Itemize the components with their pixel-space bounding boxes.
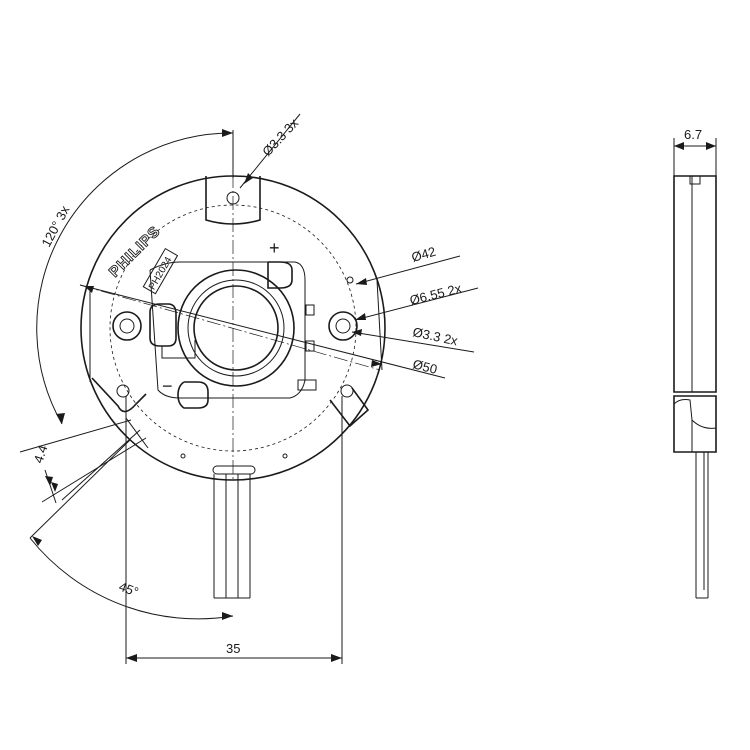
part-code-box — [142, 247, 179, 295]
small-hole-lower-right — [340, 384, 354, 398]
side-thickness-label: 6.7 — [684, 127, 702, 142]
small-hole-lower-left — [116, 384, 130, 398]
minus-pad — [177, 381, 209, 409]
outer-50-leader — [79, 284, 446, 379]
height-44-dim — [44, 469, 57, 504]
side-body — [673, 175, 717, 393]
mount-hole-left-inner — [119, 318, 135, 334]
side-lower-detail — [673, 399, 717, 429]
angle-120-arc — [36, 132, 234, 425]
pad-1 — [305, 304, 315, 316]
mount-hole-right-inner — [335, 318, 351, 334]
right-flat — [376, 279, 383, 371]
center-ring-mid — [187, 279, 285, 377]
small-dot-3 — [282, 453, 288, 459]
outer-42-label: Ø42 — [410, 244, 438, 265]
angle-45-label: 45° — [117, 579, 141, 600]
pad-2 — [305, 340, 315, 352]
plus-pad — [267, 261, 293, 289]
outer-42-leader — [355, 255, 461, 285]
height-44-ext-2 — [41, 437, 147, 503]
mount-hole-right-outer — [328, 311, 358, 341]
outer-50-label: Ø50 — [411, 356, 438, 377]
side-top-cap — [689, 176, 701, 185]
pad-3 — [297, 379, 317, 391]
left-trace — [161, 340, 196, 359]
hole-655-label: Ø6.55 2x — [408, 280, 463, 307]
angle-45-arc — [29, 537, 234, 620]
side-view: 6.7 — [673, 127, 717, 599]
height-44-ext-1 — [19, 419, 132, 453]
small-dot-2 — [180, 453, 186, 459]
flat-edge-2 — [125, 417, 149, 449]
hole-655-leader — [354, 287, 479, 321]
height-44-label: 4.4 — [31, 443, 51, 465]
angle-45-leader — [29, 439, 131, 539]
hole-33-2x-label: Ø3.3 2x — [411, 324, 459, 348]
angle-120-label: 120° 3x — [38, 203, 72, 250]
side-lower — [673, 395, 717, 453]
flat-edge-1 — [61, 429, 141, 501]
bottom-right-notch — [329, 387, 370, 428]
dimensions: 120° 3x Ø3.3 3x Ø42 Ø6.55 2x Ø3.3 2x Ø50… — [19, 113, 479, 664]
small-dot — [346, 276, 354, 284]
wire-slot — [212, 465, 256, 475]
board-outline — [149, 261, 306, 399]
plus-mark: + — [269, 238, 280, 258]
hole-33-leader — [351, 331, 475, 353]
hole-small-top-label: Ø3.3 3x — [259, 115, 301, 159]
center-lines — [79, 130, 381, 480]
front-view: PHILIPS PH2024 + − — [80, 175, 386, 599]
mount-hole-left-outer — [112, 311, 142, 341]
minus-mark: − — [162, 376, 173, 396]
width-35-label: 35 — [226, 641, 240, 656]
center-ring-outer — [177, 269, 295, 387]
center-ring-inner — [193, 285, 279, 371]
